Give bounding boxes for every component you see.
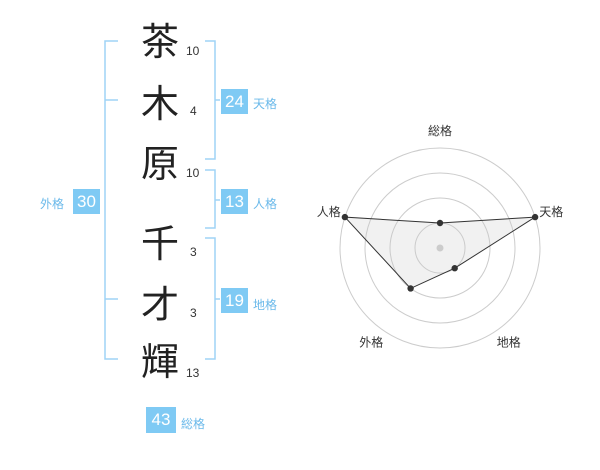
radar-axis-label: 外格: [359, 335, 383, 350]
stroke-count-5: 3: [190, 306, 197, 320]
stroke-count-3: 10: [186, 166, 200, 180]
soukaku-label: 総格: [181, 417, 206, 431]
radar-point: [407, 285, 414, 292]
gaikaku-bracket: [104, 40, 118, 360]
name-char-5: 才: [140, 283, 179, 327]
chikaku-value: 19: [221, 288, 248, 313]
tenkaku-bracket: [205, 40, 220, 160]
radar-point: [451, 265, 458, 272]
name-char-3: 原: [140, 142, 179, 186]
radar-area: [343, 216, 536, 290]
radar-axis-label: 天格: [539, 204, 563, 219]
name-char-4: 千: [140, 222, 179, 266]
name-char-1: 茶: [140, 20, 179, 64]
stroke-count-6: 13: [186, 366, 200, 380]
stroke-count-2: 4: [190, 104, 197, 118]
chikaku-bracket: [205, 237, 220, 360]
radar-point: [531, 213, 539, 221]
soukaku-value: 43: [146, 407, 176, 433]
tenkaku-label: 天格: [253, 97, 278, 111]
radar-ring: [364, 172, 516, 324]
radar-axis-label: 総格: [428, 123, 452, 138]
gaikaku-label: 外格: [40, 197, 65, 211]
radar-axis-label: 地格: [497, 335, 521, 350]
radar-center: [436, 244, 444, 252]
radar-ring: [389, 197, 491, 299]
radar-point: [436, 219, 444, 227]
radar-ring: [339, 147, 541, 349]
name-char-6: 輝: [140, 340, 179, 384]
jinkaku-label: 人格: [253, 197, 278, 211]
radar-axis-label: 人格: [317, 204, 341, 219]
stroke-count-4: 3: [190, 245, 197, 259]
name-char-2: 木: [140, 82, 179, 126]
gaikaku-value: 30: [73, 189, 100, 214]
stroke-count-1: 10: [186, 44, 200, 58]
tenkaku-value: 24: [221, 89, 248, 114]
jinkaku-bracket: [205, 169, 220, 229]
jinkaku-value: 13: [221, 189, 248, 214]
radar-point: [341, 213, 349, 221]
chikaku-label: 地格: [253, 298, 278, 312]
